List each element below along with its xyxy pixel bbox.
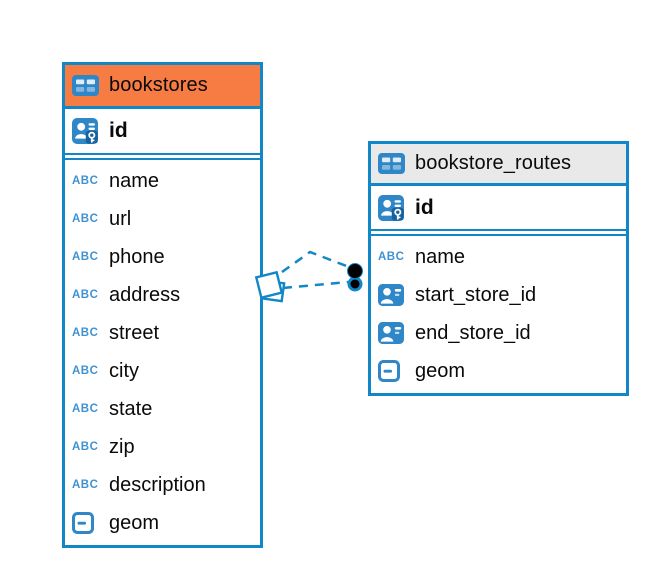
table-header[interactable]: bookstore_routes <box>371 144 626 186</box>
column-row[interactable]: start_store_id <box>371 276 626 314</box>
text-type-icon: ABC <box>378 251 405 263</box>
text-type-icon: ABC <box>72 175 99 187</box>
reference-type-icon <box>378 322 406 344</box>
column-name: end_store_id <box>415 321 531 344</box>
column-name: id <box>415 195 434 219</box>
table-header[interactable]: bookstores <box>65 65 260 109</box>
text-type-icon: ABC <box>72 441 99 453</box>
table-bookstore-routes[interactable]: bookstore_routes id ABC name start_store… <box>368 141 629 396</box>
column-name: address <box>109 283 181 306</box>
text-type-icon: ABC <box>72 403 99 415</box>
column-name: id <box>109 119 128 142</box>
relationship-line-upper[interactable] <box>281 250 350 274</box>
table-title: bookstore_routes <box>415 152 572 174</box>
column-name: url <box>109 207 132 230</box>
column-row[interactable]: geom <box>65 504 260 542</box>
table-title: bookstores <box>109 74 208 96</box>
primary-key-icon <box>72 118 100 144</box>
columns-section: ABC name ABC url ABC phone ABC address A… <box>65 158 260 545</box>
column-row[interactable]: ABC address <box>65 276 260 314</box>
column-row[interactable]: ABC city <box>65 352 260 390</box>
column-row[interactable]: ABC description <box>65 466 260 504</box>
text-type-icon: ABC <box>72 251 99 263</box>
text-type-icon: ABC <box>72 479 99 491</box>
primary-key-row[interactable]: id <box>371 186 626 231</box>
primary-key-row[interactable]: id <box>65 109 260 155</box>
column-name: street <box>109 321 160 344</box>
column-row[interactable]: geom <box>371 352 626 390</box>
geometry-type-icon <box>378 360 406 382</box>
column-row[interactable]: ABC name <box>371 238 626 276</box>
column-name: start_store_id <box>415 283 537 306</box>
relationship-target-dots[interactable] <box>347 263 363 292</box>
column-row[interactable]: ABC zip <box>65 428 260 466</box>
text-type-icon: ABC <box>72 365 99 377</box>
column-name: geom <box>109 511 160 534</box>
table-icon <box>378 153 406 174</box>
column-row[interactable]: ABC street <box>65 314 260 352</box>
column-name: zip <box>109 435 135 458</box>
column-row[interactable]: ABC state <box>65 390 260 428</box>
column-name: geom <box>415 359 466 382</box>
column-name: city <box>109 359 139 382</box>
geometry-type-icon <box>72 512 100 534</box>
column-row[interactable]: ABC name <box>65 162 260 200</box>
columns-section: ABC name start_store_id end_store_id ge <box>371 234 626 393</box>
table-icon <box>72 75 100 96</box>
column-name: phone <box>109 245 165 268</box>
table-bookstores[interactable]: bookstores id ABC name ABC url ABC phone… <box>62 62 263 548</box>
relationship-line-lower[interactable] <box>282 280 349 290</box>
text-type-icon: ABC <box>72 213 99 225</box>
column-name: name <box>109 169 160 192</box>
column-row[interactable]: ABC phone <box>65 238 260 276</box>
text-type-icon: ABC <box>72 327 99 339</box>
column-row[interactable]: end_store_id <box>371 314 626 352</box>
column-name: description <box>109 473 206 496</box>
primary-key-icon <box>378 194 406 221</box>
column-name: name <box>415 245 466 268</box>
reference-type-icon <box>378 284 406 306</box>
text-type-icon: ABC <box>72 289 99 301</box>
column-name: state <box>109 397 153 420</box>
column-row[interactable]: ABC url <box>65 200 260 238</box>
